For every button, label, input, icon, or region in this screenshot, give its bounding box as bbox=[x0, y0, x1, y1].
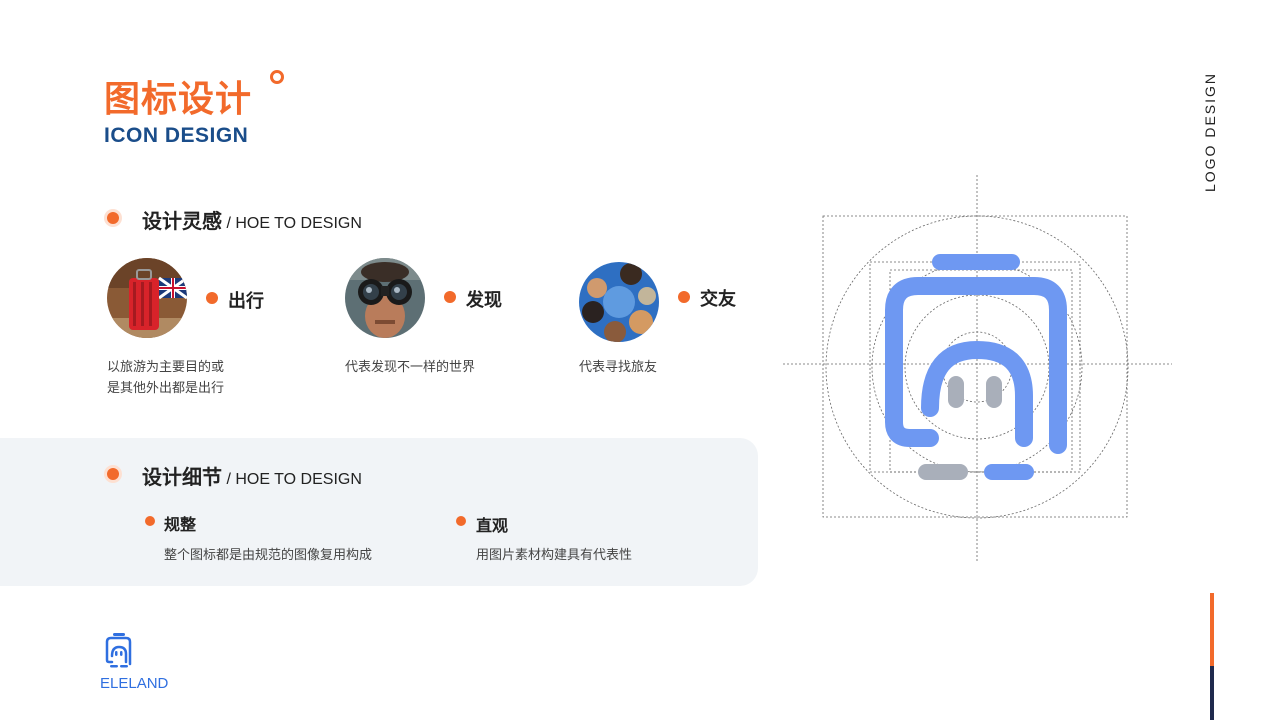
inspiration-item-label: 发现 bbox=[466, 290, 502, 311]
inspiration-heading: 设计灵感 / HOE TO DESIGN bbox=[142, 209, 362, 233]
inspiration-bullet bbox=[107, 212, 119, 224]
title-ring-decoration bbox=[270, 70, 284, 84]
item-bullet bbox=[678, 291, 690, 303]
red-suitcase-photo bbox=[107, 258, 187, 338]
design-details-panel bbox=[0, 438, 758, 586]
inspiration-item-label: 交友 bbox=[700, 289, 736, 310]
page-title: 图标设计 bbox=[104, 79, 253, 120]
brand-name: ELELAND bbox=[100, 675, 169, 692]
inspiration-item-desc: 以旅游为主要目的或 是其他外出都是出行 bbox=[107, 360, 225, 396]
logo-construction-grid bbox=[783, 175, 1172, 562]
edge-navy-bar bbox=[1210, 666, 1214, 720]
binoculars-photo bbox=[345, 258, 425, 338]
edge-accent-bar bbox=[1210, 593, 1214, 666]
item-bullet bbox=[206, 292, 218, 304]
suitcase-face-logo-icon bbox=[105, 633, 132, 668]
detail-bullet bbox=[145, 516, 155, 526]
logo-shape bbox=[885, 254, 1067, 480]
item-bullet bbox=[444, 291, 456, 303]
friends-circle-photo bbox=[579, 262, 659, 342]
detail-item-desc: 用图片素材构建具有代表性 bbox=[476, 548, 633, 563]
inspiration-item-label: 出行 bbox=[228, 291, 264, 312]
details-heading: 设计细节 / HOE TO DESIGN bbox=[142, 465, 362, 489]
details-bullet bbox=[107, 468, 119, 480]
inspiration-item-desc: 代表发现不一样的世界 bbox=[345, 360, 476, 375]
detail-item-label: 规整 bbox=[164, 515, 197, 534]
page-subtitle: ICON DESIGN bbox=[104, 124, 249, 147]
side-vertical-label: LOGO DESIGN bbox=[1202, 71, 1218, 193]
detail-bullet bbox=[456, 516, 466, 526]
detail-item-label: 直观 bbox=[476, 516, 509, 535]
detail-item-desc: 整个图标都是由规范的图像复用构成 bbox=[164, 548, 373, 563]
inspiration-item-desc: 代表寻找旅友 bbox=[579, 360, 658, 375]
